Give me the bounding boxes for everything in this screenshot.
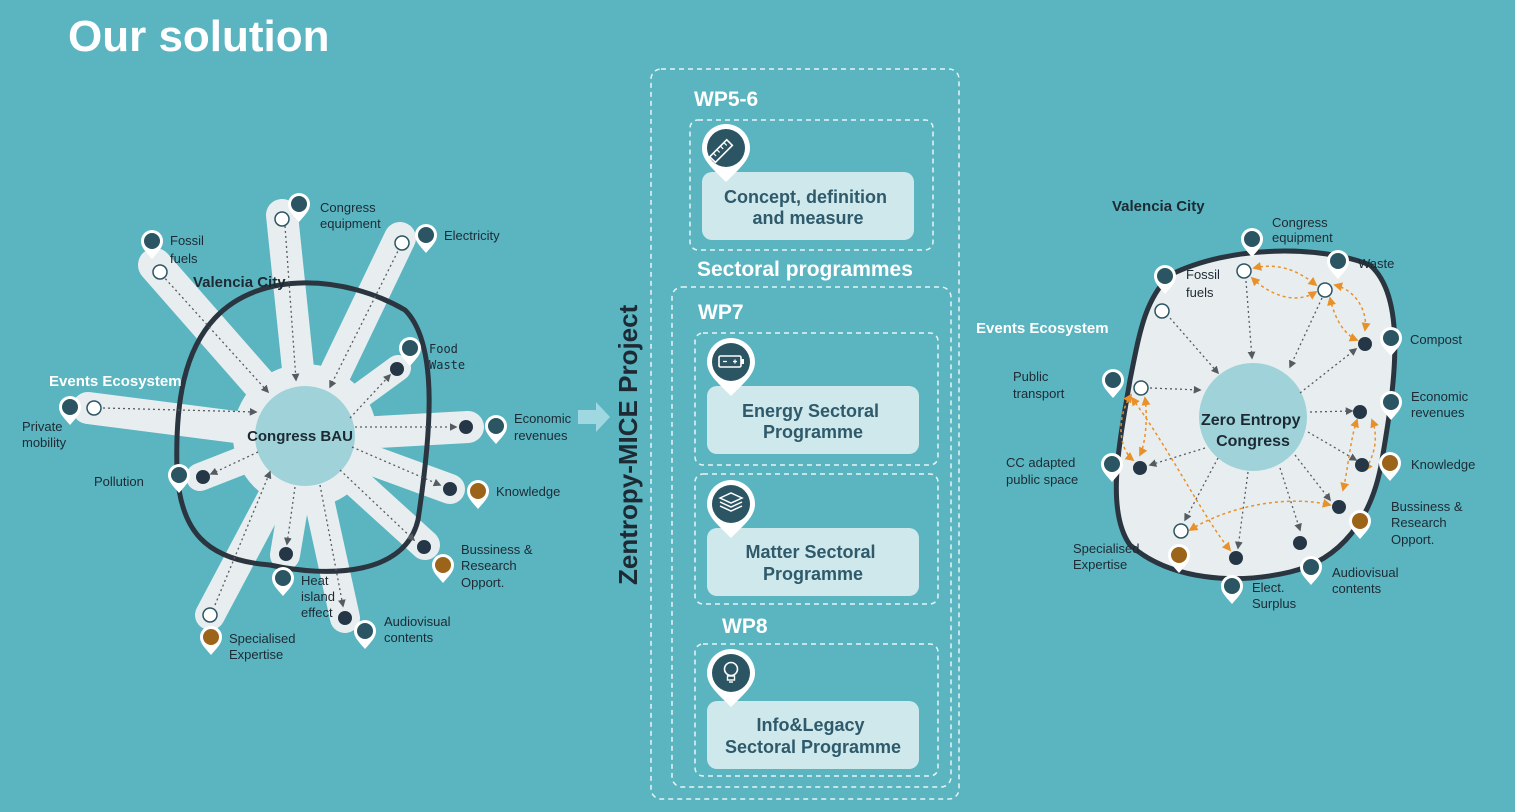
label-business-research: Bussiness & Research Opport. xyxy=(1391,499,1466,547)
ruler-icon xyxy=(702,124,750,182)
right-ecosystem-label: Events Ecosystem xyxy=(976,320,1109,337)
label-knowledge: Knowledge xyxy=(1411,457,1475,472)
energy-box xyxy=(707,386,919,454)
label-economic-revenues: Economic revenues xyxy=(514,411,575,443)
left-city-boundary xyxy=(174,280,432,574)
head-idea-icon xyxy=(467,480,489,509)
label-compost: Compost xyxy=(1410,332,1462,347)
right-diagram: Valencia City Events Ecosystem Zero Entr… xyxy=(976,198,1475,611)
wp56-label: WP5-6 xyxy=(694,88,758,111)
label-public-transport: Public transport xyxy=(1013,369,1065,401)
recycle-icon xyxy=(485,415,507,444)
label-cc-public-space: CC adapted public space xyxy=(1006,455,1079,487)
right-city-label: Valencia City xyxy=(1112,198,1205,215)
right-open-nodes xyxy=(1133,263,1333,539)
lightbulb-icon xyxy=(707,649,755,707)
lightning-icon xyxy=(415,224,437,253)
label-congress-equipment: Congress equipment xyxy=(320,200,381,231)
label-heat-island: Heat island effect xyxy=(301,573,339,620)
wp56-frame xyxy=(689,119,934,251)
label-economic-revenues: Economic revenues xyxy=(1411,389,1472,420)
label-food-waste: Food Waste xyxy=(429,342,465,372)
label-elect-surplus: Elect. Surplus xyxy=(1252,580,1297,611)
matter-box-text: Matter Sectoral Programme xyxy=(745,542,880,584)
left-ecosystem-label: Events Ecosystem xyxy=(49,373,182,390)
headphones-icon xyxy=(354,620,376,649)
left-diagram: Valencia City Events Ecosystem Congress … xyxy=(22,193,575,662)
label-waste: Waste xyxy=(1358,256,1394,271)
project-frame xyxy=(650,68,960,800)
wp56-box xyxy=(702,172,914,240)
head-idea-icon xyxy=(1379,452,1401,481)
cloud-icon xyxy=(168,464,190,493)
project-panel: Zentropy-MICE Project WP5-6 Concept, def… xyxy=(613,68,960,800)
headphones-icon xyxy=(1300,556,1322,585)
label-knowledge: Knowledge xyxy=(496,484,560,499)
page-title: Our solution xyxy=(68,12,330,61)
left-filled-nodes xyxy=(196,362,473,625)
right-filled-nodes xyxy=(1133,337,1372,565)
label-specialised-expertise: Specialised Expertise xyxy=(229,631,299,662)
right-center-label: Zero Entropy Congress xyxy=(1201,412,1305,450)
head-idea-icon xyxy=(200,626,222,655)
wp8-frame xyxy=(694,643,939,777)
wp56-box-text: Concept, definition and measure xyxy=(724,187,892,228)
label-congress-equipment: Congress equipment xyxy=(1272,215,1333,245)
energy-box-text: Energy Sectoral Programme xyxy=(742,401,884,442)
wp8-label: WP8 xyxy=(722,615,768,638)
label-electricity: Electricity xyxy=(444,228,500,243)
label-fossil-fuels: Fossil fuels xyxy=(170,233,208,266)
label-pollution: Pollution xyxy=(94,474,144,489)
label-fossil-fuels: Fossil fuels xyxy=(1186,267,1224,300)
sectoral-frame xyxy=(671,286,952,788)
left-open-nodes xyxy=(86,211,410,623)
sectoral-label: Sectoral programmes xyxy=(697,258,913,281)
label-audiovisual: Audiovisual contents xyxy=(384,614,454,645)
left-city-label: Valencia City xyxy=(193,274,286,291)
project-label: Zentropy-MICE Project xyxy=(613,304,643,585)
transition-arrow xyxy=(578,402,610,432)
energy-frame xyxy=(694,332,939,466)
wp7-label: WP7 xyxy=(698,301,744,324)
label-business-research: Bussiness & Research Opport. xyxy=(461,542,536,590)
matter-frame xyxy=(694,473,939,605)
wp8-box xyxy=(707,701,919,769)
battery-icon xyxy=(707,338,755,396)
bus-icon xyxy=(1102,369,1124,398)
windmill-icon xyxy=(1221,575,1243,604)
left-flow-arrows xyxy=(102,225,458,608)
layers-icon xyxy=(707,480,755,538)
label-audiovisual: Audiovisual contents xyxy=(1332,565,1402,596)
label-private-mobility: Private mobility xyxy=(22,419,67,450)
fuel-pump-icon xyxy=(272,567,294,596)
label-specialised-expertise: Specialised Expertise xyxy=(1073,541,1143,572)
wp8-box-text: Info&Legacy Sectoral Programme xyxy=(725,715,901,757)
handshake-icon xyxy=(432,554,454,583)
left-center-circle xyxy=(255,386,355,486)
left-center-label: Congress BAU xyxy=(247,428,353,445)
matter-box xyxy=(707,528,919,596)
